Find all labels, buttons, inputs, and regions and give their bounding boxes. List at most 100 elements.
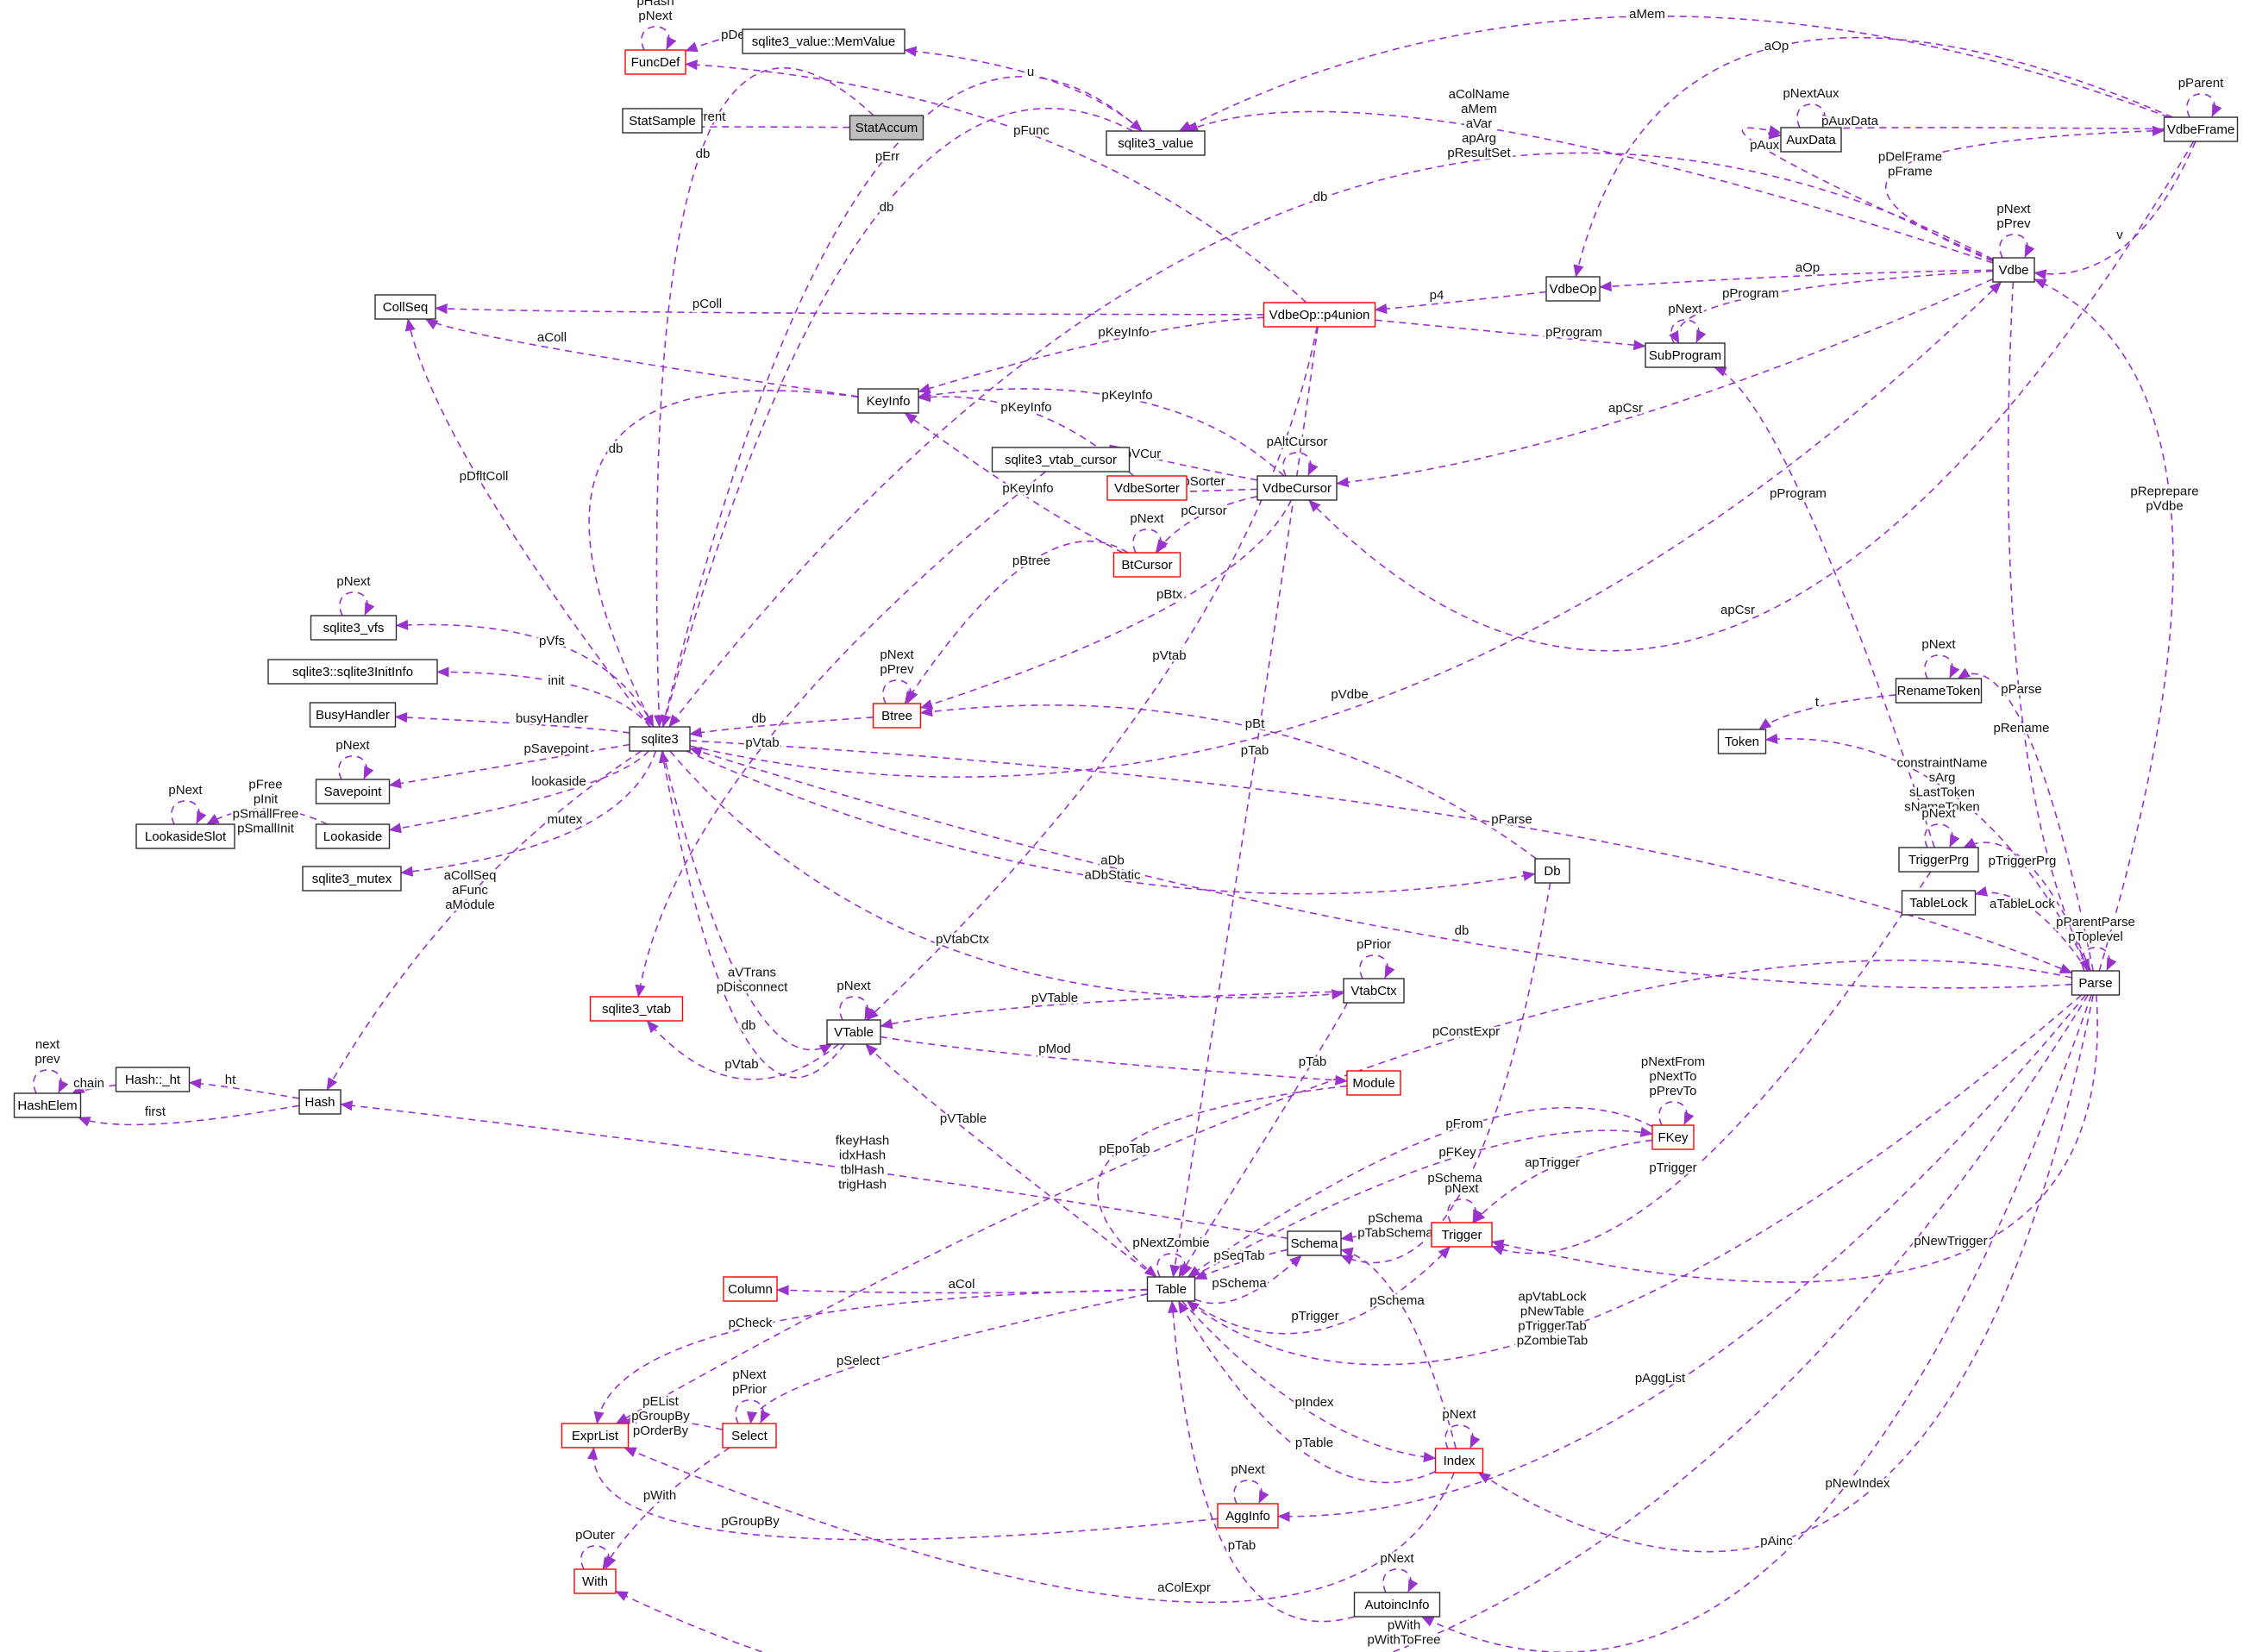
node-box-hash_ht[interactable]: [115, 1067, 191, 1092]
node-box-statsample[interactable]: [622, 108, 703, 134]
node-vdbeframe[interactable]: VdbeFrame: [2163, 116, 2239, 142]
node-funcdef[interactable]: FuncDef: [624, 49, 686, 75]
node-p4union[interactable]: VdbeOp::p4union: [1263, 302, 1376, 328]
node-box-agginfo[interactable]: [1217, 1503, 1279, 1529]
node-hash_ht[interactable]: Hash::_ht: [115, 1067, 191, 1092]
node-box-p4union[interactable]: [1263, 302, 1376, 328]
node-box-lookasideslot[interactable]: [135, 823, 235, 849]
node-box-sqlite3_value[interactable]: [1106, 130, 1206, 156]
node-box-vdbeframe[interactable]: [2163, 116, 2239, 142]
node-box-vdbeop[interactable]: [1545, 276, 1601, 302]
node-collseq[interactable]: CollSeq: [374, 294, 436, 320]
node-box-token[interactable]: [1717, 729, 1767, 754]
node-box-autoincinfo[interactable]: [1353, 1592, 1441, 1618]
node-box-auxdata[interactable]: [1780, 127, 1842, 153]
node-with[interactable]: With: [573, 1568, 617, 1594]
node-box-select[interactable]: [722, 1423, 777, 1449]
node-box-btcursor[interactable]: [1112, 552, 1181, 578]
node-box-sqlite3[interactable]: [629, 726, 691, 752]
node-box-exprlist[interactable]: [561, 1423, 630, 1449]
node-agginfo[interactable]: AggInfo: [1217, 1503, 1279, 1529]
node-sqlite3[interactable]: sqlite3: [629, 726, 691, 752]
node-box-keyinfo[interactable]: [857, 388, 919, 414]
node-statsample[interactable]: StatSample: [622, 108, 703, 134]
node-btcursor[interactable]: BtCursor: [1112, 552, 1181, 578]
node-box-db[interactable]: [1534, 858, 1570, 884]
node-savepoint[interactable]: Savepoint: [315, 779, 391, 804]
node-fkey[interactable]: FKey: [1651, 1124, 1695, 1150]
node-vdbe[interactable]: Vdbe: [1992, 257, 2035, 283]
node-select[interactable]: Select: [722, 1423, 777, 1449]
node-sqlite3_vtab[interactable]: sqlite3_vtab: [589, 996, 684, 1022]
node-memvalue[interactable]: sqlite3_value::MemValue: [742, 28, 906, 54]
node-box-with[interactable]: [573, 1568, 617, 1594]
node-box-collseq[interactable]: [374, 294, 436, 320]
node-box-vtabcursor[interactable]: [991, 447, 1131, 472]
node-vtable[interactable]: VTable: [826, 1019, 881, 1045]
node-lookaside[interactable]: Lookaside: [315, 823, 391, 849]
node-box-busyhandler[interactable]: [309, 702, 397, 728]
node-hashelem[interactable]: HashElem: [13, 1092, 82, 1118]
node-box-hash[interactable]: [298, 1089, 342, 1115]
node-btree[interactable]: Btree: [872, 703, 922, 729]
node-box-vfs[interactable]: [310, 615, 398, 641]
node-box-sqlite3_vtab[interactable]: [589, 996, 684, 1022]
node-box-triggerprg[interactable]: [1898, 847, 1979, 873]
node-stataccum[interactable]: StatAccum: [849, 115, 924, 141]
node-vdbecursor[interactable]: VdbeCursor: [1256, 475, 1338, 501]
node-box-vdbesorter[interactable]: [1106, 475, 1188, 501]
node-box-initinfo[interactable]: [267, 659, 438, 685]
node-box-stataccum[interactable]: [849, 115, 924, 141]
node-box-subprogram[interactable]: [1645, 342, 1726, 368]
node-renametoken[interactable]: RenameToken: [1895, 678, 1983, 704]
node-vtabctx[interactable]: VtabCtx: [1343, 978, 1405, 1004]
node-db[interactable]: Db: [1534, 858, 1570, 884]
node-box-module[interactable]: [1346, 1070, 1401, 1096]
node-box-vtabctx[interactable]: [1343, 978, 1405, 1004]
node-box-vdbecursor[interactable]: [1256, 475, 1338, 501]
node-column[interactable]: Column: [723, 1276, 778, 1302]
node-box-vtable[interactable]: [826, 1019, 881, 1045]
node-trigger[interactable]: Trigger: [1431, 1222, 1493, 1248]
node-box-hashelem[interactable]: [13, 1092, 82, 1118]
node-box-tablelock[interactable]: [1901, 890, 1977, 916]
node-vtabcursor[interactable]: sqlite3_vtab_cursor: [991, 447, 1131, 472]
node-mutex[interactable]: sqlite3_mutex: [302, 866, 402, 892]
node-busyhandler[interactable]: BusyHandler: [309, 702, 397, 728]
node-table[interactable]: Table: [1146, 1276, 1196, 1302]
node-schema[interactable]: Schema: [1287, 1230, 1342, 1256]
node-module[interactable]: Module: [1346, 1070, 1401, 1096]
node-auxdata[interactable]: AuxData: [1780, 127, 1842, 153]
node-vdbeop[interactable]: VdbeOp: [1545, 276, 1601, 302]
node-box-table[interactable]: [1146, 1276, 1196, 1302]
node-initinfo[interactable]: sqlite3::sqlite3InitInfo: [267, 659, 438, 685]
node-exprlist[interactable]: ExprList: [561, 1423, 630, 1449]
node-box-vdbe[interactable]: [1992, 257, 2035, 283]
node-subprogram[interactable]: SubProgram: [1645, 342, 1726, 368]
node-box-lookaside[interactable]: [315, 823, 391, 849]
node-box-btree[interactable]: [872, 703, 922, 729]
node-vfs[interactable]: sqlite3_vfs: [310, 615, 398, 641]
node-tablelock[interactable]: TableLock: [1901, 890, 1977, 916]
node-box-fkey[interactable]: [1651, 1124, 1695, 1150]
node-sqlite3_value[interactable]: sqlite3_value: [1106, 130, 1206, 156]
node-hash[interactable]: Hash: [298, 1089, 342, 1115]
node-token[interactable]: Token: [1717, 729, 1767, 754]
node-triggerprg[interactable]: TriggerPrg: [1898, 847, 1979, 873]
node-box-trigger[interactable]: [1431, 1222, 1493, 1248]
node-box-mutex[interactable]: [302, 866, 402, 892]
node-box-savepoint[interactable]: [315, 779, 391, 804]
node-box-index[interactable]: [1434, 1448, 1484, 1474]
node-vdbesorter[interactable]: VdbeSorter: [1106, 475, 1188, 501]
node-keyinfo[interactable]: KeyInfo: [857, 388, 919, 414]
node-box-funcdef[interactable]: [624, 49, 686, 75]
node-lookasideslot[interactable]: LookasideSlot: [135, 823, 235, 849]
node-box-parse[interactable]: [2071, 970, 2121, 996]
node-box-memvalue[interactable]: [742, 28, 906, 54]
node-box-renametoken[interactable]: [1895, 678, 1983, 704]
node-parse[interactable]: Parse: [2071, 970, 2121, 996]
node-autoincinfo[interactable]: AutoincInfo: [1353, 1592, 1441, 1618]
node-box-schema[interactable]: [1287, 1230, 1342, 1256]
node-index[interactable]: Index: [1434, 1448, 1484, 1474]
node-box-column[interactable]: [723, 1276, 778, 1302]
